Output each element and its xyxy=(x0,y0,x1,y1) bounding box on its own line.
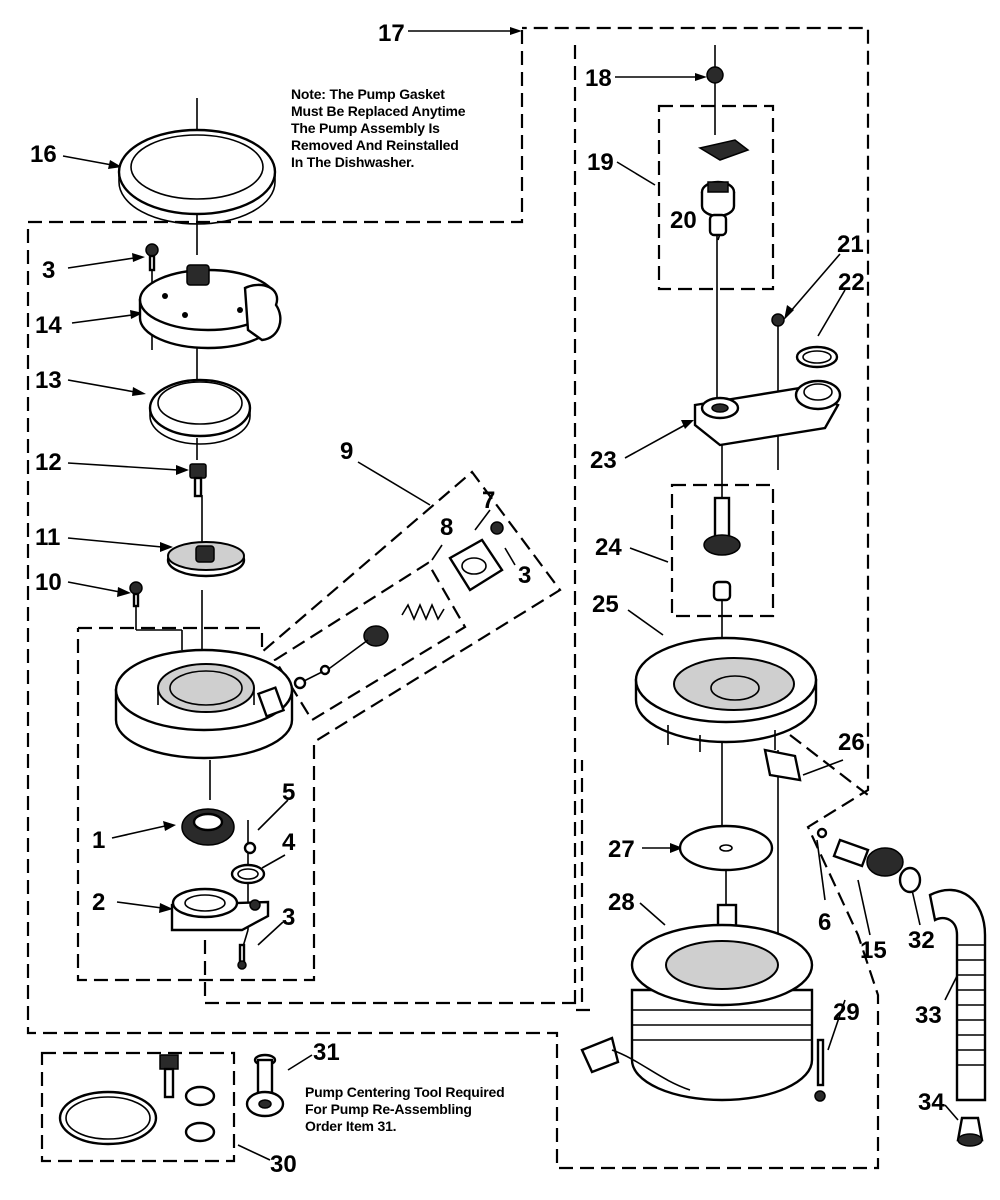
callout-34: 34 xyxy=(918,1089,945,1116)
callout-26: 26 xyxy=(838,729,865,756)
callout-1: 1 xyxy=(92,827,105,854)
spring-8-part xyxy=(401,602,445,622)
seal-ring-13-part xyxy=(148,378,252,445)
impeller-screw-12-part xyxy=(189,463,207,498)
callout-17: 17 xyxy=(378,20,405,47)
pump-seal-kit-30-part xyxy=(58,1054,216,1146)
pump-assembly-boundary xyxy=(26,26,880,1170)
callout-16: 16 xyxy=(30,141,57,168)
screw-3-top-part xyxy=(145,243,159,272)
note-line: Order Item 31. xyxy=(305,1118,397,1134)
callout-6: 6 xyxy=(818,909,831,936)
callout-29: 29 xyxy=(833,999,860,1026)
callout-20: 20 xyxy=(670,207,697,234)
assembly-axes xyxy=(135,45,779,1020)
diverter-cap-7-part xyxy=(448,538,504,592)
wash-arm-hub-19-part xyxy=(698,139,750,218)
screw-3-bottom-part xyxy=(237,943,247,970)
item-9-boundary xyxy=(273,561,467,722)
shaft-seal-24-part xyxy=(703,496,741,602)
callout-9: 9 xyxy=(340,438,353,465)
callout-30: 30 xyxy=(270,1151,297,1178)
valve-housing-2-part xyxy=(170,887,270,932)
callout-3-bottom: 3 xyxy=(282,904,295,931)
callout-10: 10 xyxy=(35,569,62,596)
note-line: For Pump Re-Assembling xyxy=(305,1101,472,1117)
callout-8: 8 xyxy=(440,514,453,541)
callout-24: 24 xyxy=(595,534,622,561)
o-ring-22-part xyxy=(795,345,839,369)
callout-4: 4 xyxy=(282,829,296,856)
callout-18: 18 xyxy=(585,65,612,92)
callout-7: 7 xyxy=(482,487,495,514)
callout-13: 13 xyxy=(35,367,62,394)
sump-boundary xyxy=(76,470,562,982)
motor-boundary xyxy=(573,45,592,1012)
nut-18-part xyxy=(706,66,724,84)
check-ball-5-part xyxy=(243,841,257,855)
note-line: Must Be Replaced Anytime xyxy=(291,103,466,119)
callout-3-top: 3 xyxy=(42,257,55,284)
lower-link-boundary xyxy=(203,760,584,1005)
callout-28: 28 xyxy=(608,889,635,916)
pump-housing-part xyxy=(114,648,294,760)
screw-10-part xyxy=(129,581,143,608)
valve-plunger-part xyxy=(293,625,389,690)
callout-32: 32 xyxy=(908,927,935,954)
callout-19: 19 xyxy=(587,149,614,176)
item-30-boundary xyxy=(40,1051,236,1163)
note-line: Note: The Pump Gasket xyxy=(291,86,445,102)
callout-5: 5 xyxy=(282,779,295,806)
callout-25: 25 xyxy=(592,591,619,618)
centering-tool-31-part xyxy=(245,1053,285,1118)
clamp-32-part xyxy=(898,866,922,894)
insulator-27-part xyxy=(678,824,774,872)
hose-end-34-part xyxy=(956,1116,984,1147)
check-valve-1-part xyxy=(181,808,235,846)
callout-14: 14 xyxy=(35,312,62,339)
callout-3-mid: 3 xyxy=(518,562,531,589)
pump-gasket-note: Note: The Pump Gasket Must Be Replaced A… xyxy=(291,86,466,171)
leader-lines xyxy=(62,27,961,1161)
adapter-plate-23-part xyxy=(693,379,842,447)
callout-27: 27 xyxy=(608,836,635,863)
motor-28-part xyxy=(580,903,814,1102)
callout-labels: 17 18 16 19 20 21 22 3 14 13 23 12 9 7 8… xyxy=(30,20,945,1178)
clip-26-part xyxy=(763,748,802,782)
callout-21: 21 xyxy=(837,231,864,258)
note-line: Pump Centering Tool Required xyxy=(305,1084,505,1100)
pump-cover-part xyxy=(138,264,282,350)
spacer-6-part xyxy=(816,827,828,839)
drain-valve-15-part xyxy=(832,838,904,877)
callout-31: 31 xyxy=(313,1039,340,1066)
motor-mount-25-part xyxy=(634,636,818,752)
note-line: Removed And Reinstalled xyxy=(291,137,459,153)
screw-21-part xyxy=(771,313,785,327)
callout-12: 12 xyxy=(35,449,62,476)
centering-tool-note: Pump Centering Tool Required For Pump Re… xyxy=(305,1084,505,1135)
callout-22: 22 xyxy=(838,269,865,296)
callout-15: 15 xyxy=(860,937,887,964)
note-line: In The Dishwasher. xyxy=(291,154,415,170)
drain-hose-33-part xyxy=(928,888,987,1102)
pump-gasket-part xyxy=(117,128,277,225)
o-ring-4-part xyxy=(230,863,266,885)
callout-2: 2 xyxy=(92,889,105,916)
callout-23: 23 xyxy=(590,447,617,474)
callout-33: 33 xyxy=(915,1002,942,1029)
screw-3-mid-part xyxy=(490,521,504,535)
impeller-11-part xyxy=(166,541,246,578)
bearing-20-part xyxy=(708,213,728,237)
note-line: The Pump Assembly Is xyxy=(291,120,440,136)
screw-29-part xyxy=(814,1038,826,1102)
callout-11: 11 xyxy=(35,524,60,551)
